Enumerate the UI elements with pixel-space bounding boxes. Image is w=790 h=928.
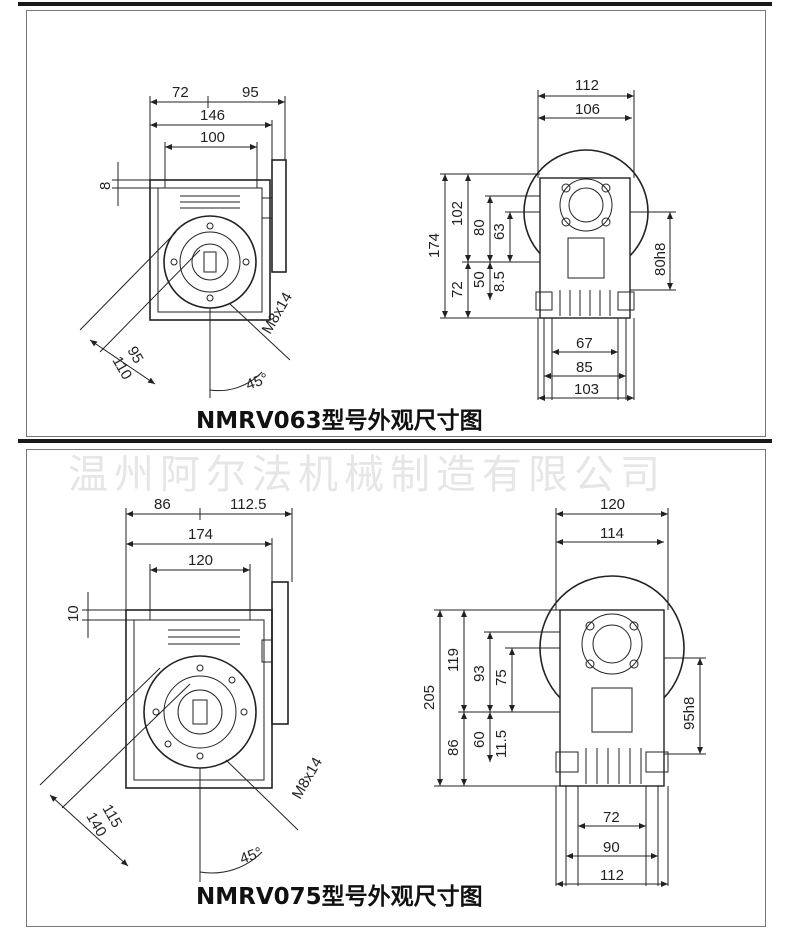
middle-rule [18,439,772,443]
dim-h75: 75 [493,669,510,686]
dim-top-a: 72 [172,84,189,101]
output-flange [163,215,257,309]
dim-shaft-fit: 80h8 [652,243,669,276]
dim-height-total: 205 [421,685,438,710]
dim-h93: 93 [471,665,488,682]
dim-side-top-inner: 114 [600,525,624,542]
dim-shaft-fit: 95h8 [681,697,698,730]
housing-inner [157,187,263,313]
dim-height-lower: 72 [449,281,466,298]
dim-h80: 80 [471,219,488,236]
side-view-075: 120 114 205 119 86 93 75 60 11.5 9 [421,496,706,887]
motor-flange [271,159,287,273]
front-view-075: 86 112.5 174 120 10 115 140 M8x14 45° [39,496,326,882]
dim-inner: 120 [188,552,213,569]
side-housing [539,177,631,319]
dim-bottom-outer: 103 [574,381,599,398]
dim-bolt: M8x14 [289,755,326,802]
front-view-063: 72 95 146 100 8 95 110 M8x14 45° [79,84,296,398]
dim-angle: 45° [238,844,265,868]
motor-flange [271,581,289,725]
dim-h50: 50 [471,271,488,288]
dim-height-total: 174 [426,233,443,258]
dim-mid: 146 [200,107,225,124]
dim-side-top-outer: 120 [600,496,625,513]
dim-h60: 60 [471,731,488,748]
dim-angle: 45° [244,370,271,394]
dim-height-lower: 86 [445,739,462,756]
dim-bottom-outer: 112 [600,867,624,884]
dim-bolt: M8x14 [259,290,296,337]
dim-h85: 8.5 [491,271,508,292]
dim-offset: 8 [97,182,114,190]
dim-top-b: 112.5 [230,496,266,513]
dim-height-upper: 119 [445,648,462,672]
dim-side-top-outer: 112 [575,77,599,94]
dim-top-b: 95 [242,84,259,101]
dim-height-upper: 102 [449,201,466,226]
dim-offset: 10 [65,605,82,622]
dim-mid: 174 [188,526,213,543]
dim-h63: 63 [491,223,508,240]
top-rule [18,2,772,6]
dim-bottom-mid: 85 [576,359,593,376]
dim-side-top-inner: 106 [575,101,600,118]
caption-nmrv075: NMRV075型号外观尺寸图 [196,883,483,910]
dim-bottom-inner: 67 [576,335,593,352]
caption-nmrv063: NMRV063型号外观尺寸图 [196,407,483,434]
side-view-063: 112 106 174 102 72 80 63 50 8.5 80 [426,77,676,401]
gearbox-housing [149,179,271,321]
dim-diag-inner: 95 [124,344,147,367]
dim-top-a: 86 [154,496,171,513]
dim-bottom-mid: 90 [603,839,620,856]
watermark-text: 温州阿尔法机械制造有限公司 [68,452,666,498]
side-housing [559,609,665,787]
flange-boss [261,197,273,219]
dim-bottom-inner: 72 [603,809,620,826]
dim-h115: 11.5 [493,730,510,758]
dim-inner: 100 [200,129,225,146]
